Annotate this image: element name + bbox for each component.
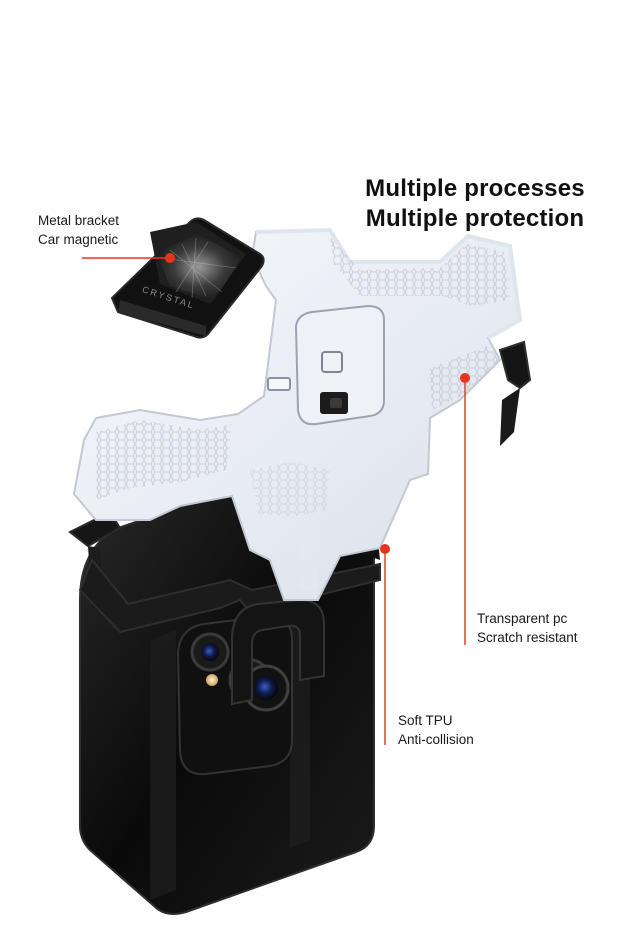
marker-dot-tpu <box>380 544 390 554</box>
headline-line-2: Multiple protection <box>365 205 585 232</box>
callout-soft-tpu: Soft TPU Anti-collision <box>398 711 474 749</box>
metal-bracket: CRYSTAL <box>110 217 265 339</box>
callout-metal-bracket-line-2: Car magnetic <box>38 232 119 247</box>
marker-dot-pc <box>460 373 470 383</box>
headline-line-1: Multiple processes <box>365 175 585 202</box>
transparent-pc-shell <box>72 227 523 601</box>
callout-markers <box>82 253 470 745</box>
marker-dot-bracket <box>165 253 175 263</box>
callout-soft-tpu-line-1: Soft TPU <box>398 713 453 728</box>
callout-transparent-pc: Transparent pc Scratch resistant <box>477 609 578 647</box>
callout-metal-bracket: Metal bracket Car magnetic <box>38 211 119 249</box>
callout-transparent-pc-line-1: Transparent pc <box>477 611 568 626</box>
headline: Multiple processes Multiple protection <box>340 174 610 234</box>
callout-metal-bracket-line-1: Metal bracket <box>38 213 120 228</box>
callout-soft-tpu-line-2: Anti-collision <box>398 732 474 747</box>
callout-transparent-pc-line-2: Scratch resistant <box>477 630 578 645</box>
